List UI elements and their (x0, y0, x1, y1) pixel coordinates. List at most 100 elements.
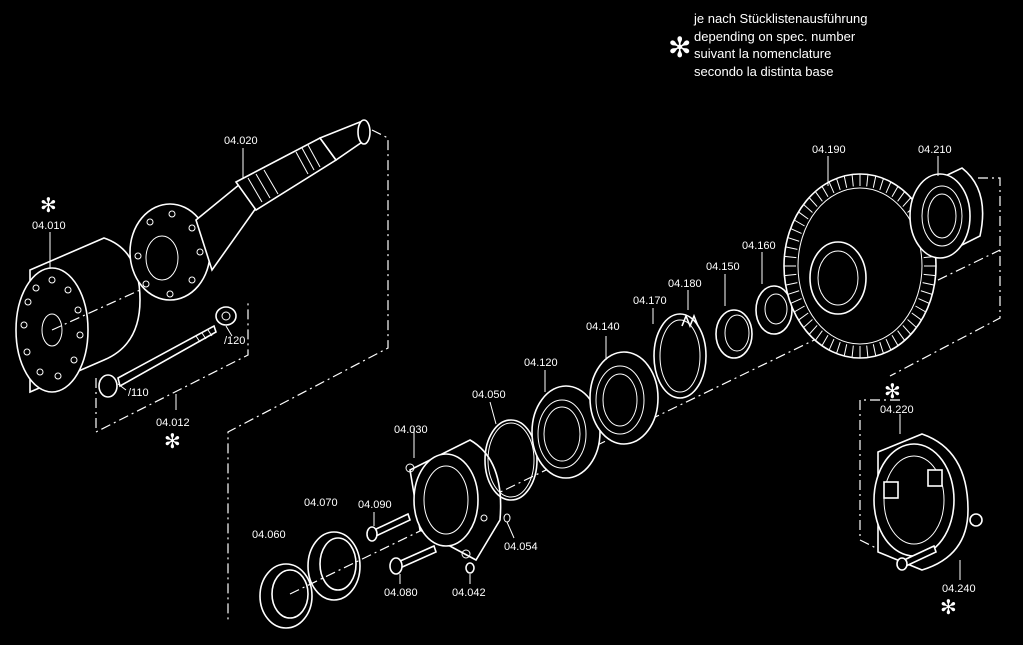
gear-tooth (902, 325, 912, 335)
label-04070: 04.070 (304, 497, 338, 509)
label-04090: 04.090 (358, 499, 392, 511)
gear-tooth (851, 345, 854, 358)
gear-tooth (821, 186, 829, 197)
part-nut-120 (215, 306, 237, 326)
label-04012: 04.012 (156, 417, 190, 429)
label-04030: 04.030 (394, 424, 428, 436)
gear-tooth (872, 344, 877, 357)
leader-110 (117, 383, 127, 391)
gear-tooth (907, 319, 917, 328)
label-04050: 04.050 (472, 389, 506, 401)
part-screws-04240 (896, 513, 983, 580)
assembly-frame-right (889, 177, 1001, 377)
part-bearing-04210 (909, 156, 984, 259)
part-bearing-04140 (589, 336, 659, 445)
label-04160: 04.160 (742, 240, 776, 252)
gear-tooth (808, 325, 818, 335)
assembly-frame-upper (227, 129, 389, 620)
gear-tooth (828, 338, 835, 351)
gear-tooth (808, 197, 818, 207)
label-04120: 04.120 (524, 357, 558, 369)
label-04054: 04.054 (504, 541, 538, 553)
gear-tooth (923, 273, 936, 277)
gear-tooth (793, 305, 805, 313)
gear-tooth (836, 341, 841, 354)
part-housing-04030 (405, 428, 502, 562)
gear-tooth (922, 282, 935, 286)
asterisk-icon: ✻ (940, 595, 957, 619)
label-04080: 04.080 (384, 587, 418, 599)
asterisk-icon: ✻ (668, 31, 692, 64)
part-oring-04054 (503, 513, 515, 539)
label-110: /110 (128, 387, 149, 399)
asterisk-icon: ✻ (164, 429, 181, 453)
gear-tooth (790, 228, 802, 234)
gear-tooth (879, 341, 884, 354)
gear-tooth (803, 319, 813, 328)
assembly-frame-bolt (95, 300, 249, 433)
part-hub-04010 (15, 237, 141, 394)
label-04240: 04.240 (942, 583, 976, 595)
part-screw-04080 (389, 544, 437, 584)
gear-tooth (911, 312, 922, 321)
label-04042: 04.042 (452, 587, 486, 599)
part-nipple-04042 (465, 562, 475, 584)
gear-tooth (814, 191, 823, 202)
gear-tooth (885, 338, 892, 351)
label-04150: 04.150 (706, 261, 740, 273)
part-bolt-110 (98, 324, 217, 398)
gear-tooth (885, 181, 892, 194)
gear-tooth (798, 211, 809, 220)
legend-text: je nach Stücklistenausführung depending … (694, 10, 867, 80)
legend-line-en: depending on spec. number (694, 28, 856, 44)
gear-tooth (814, 330, 823, 341)
gear-tooth (785, 282, 798, 286)
part-cover-04220 (873, 414, 969, 571)
gear-tooth (897, 191, 906, 202)
label-04220: 04.220 (880, 404, 914, 416)
part-ring-04150 (715, 274, 753, 359)
asterisk-icon: ✻ (884, 379, 901, 403)
part-seal-04060 (259, 563, 313, 629)
label-04210: 04.210 (918, 144, 952, 156)
legend-line-de: je nach Stücklistenausführung (694, 11, 868, 26)
part-shaft-04020 (129, 119, 371, 301)
label-04170: 04.170 (633, 295, 667, 307)
gear-tooth (897, 330, 906, 341)
gear-tooth (787, 290, 800, 295)
gear-tooth (785, 246, 798, 250)
asterisk-icon: ✻ (40, 193, 57, 217)
gear-tooth (918, 298, 930, 304)
part-seal-04070 (307, 531, 361, 601)
gear-tooth (843, 344, 848, 357)
gear-tooth (920, 290, 933, 295)
label-120: /120 (224, 335, 245, 347)
gear-tooth (915, 305, 927, 313)
part-bearing-04120 (531, 370, 601, 479)
gear-tooth (790, 298, 802, 304)
gear-tooth (866, 174, 869, 187)
label-04180: 04.180 (668, 278, 702, 290)
gear-tooth (798, 312, 809, 321)
gear-tooth (891, 186, 899, 197)
gear-tooth (836, 178, 841, 191)
gear-tooth (784, 273, 797, 277)
part-nut-04160 (755, 252, 793, 335)
part-ring-04170 (652, 308, 707, 399)
legend-line-it: secondo la distinta base (694, 63, 834, 79)
gear-tooth (891, 335, 899, 346)
gear-tooth (872, 175, 877, 188)
part-spring-04180 (681, 290, 699, 329)
label-04010: 04.010 (32, 220, 66, 232)
gear-tooth (828, 181, 835, 194)
label-04020: 04.020 (224, 135, 258, 147)
gear-tooth (821, 335, 829, 346)
gear-tooth (902, 197, 912, 207)
part-screw-04090 (366, 512, 411, 542)
gear-tooth (793, 219, 805, 227)
label-04060: 04.060 (252, 529, 286, 541)
gear-tooth (843, 175, 848, 188)
label-04140: 04.140 (586, 321, 620, 333)
part-circlip-04050 (484, 401, 538, 501)
